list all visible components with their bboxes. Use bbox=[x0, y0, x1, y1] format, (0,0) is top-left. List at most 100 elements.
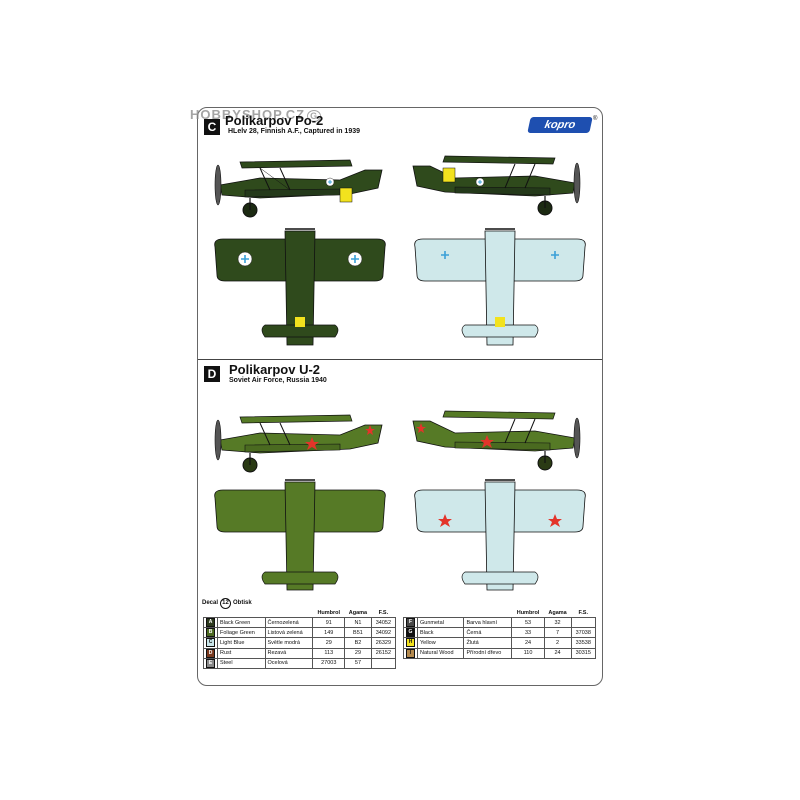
agama-code: 2 bbox=[543, 637, 572, 649]
paint-name: Black Green bbox=[217, 616, 266, 629]
agama-code: N1 bbox=[344, 616, 372, 629]
agama-code: B51 bbox=[344, 627, 372, 639]
agama-code: 29 bbox=[344, 647, 372, 659]
paint-czech-name: Rezavá bbox=[264, 647, 314, 659]
paint-swatch-icon: B bbox=[206, 628, 215, 638]
section-c-subtitle: HLelv 28, Finnish A.F., Captured in 1939 bbox=[228, 128, 360, 135]
u2-left-side-view bbox=[214, 414, 383, 473]
humbrol-code: 149 bbox=[312, 627, 346, 639]
paint-swatch-icon: A bbox=[206, 618, 215, 628]
paint-swatch-cell: B bbox=[203, 627, 218, 639]
paint-swatch-icon: G bbox=[406, 628, 415, 638]
paint-czech-name: Žlutá bbox=[463, 637, 513, 649]
header-fs: F.S. bbox=[378, 610, 389, 616]
agama-code: 57 bbox=[344, 657, 372, 669]
paint-czech-name: Černozelená bbox=[264, 616, 314, 629]
paint-swatch-icon: E bbox=[206, 658, 215, 668]
paint-name: Black bbox=[416, 627, 465, 639]
paint-swatch-icon: H bbox=[406, 638, 415, 648]
humbrol-code: 24 bbox=[511, 637, 545, 649]
instruction-sheet bbox=[197, 107, 603, 686]
paint-name: Gunmetal bbox=[416, 616, 465, 629]
po2-right-side-view bbox=[412, 155, 581, 216]
watermark-mark: G bbox=[307, 110, 322, 122]
header-humbrol: Humbrol bbox=[516, 610, 540, 616]
fs-code bbox=[370, 657, 397, 669]
paint-swatch-cell: E bbox=[203, 657, 218, 669]
fs-code: 30315 bbox=[570, 647, 596, 659]
paint-czech-name: Barva hlavní bbox=[463, 616, 513, 629]
brand-logo: kopro bbox=[527, 117, 593, 133]
agama-code: 32 bbox=[543, 616, 572, 629]
paint-swatch-cell: H bbox=[403, 637, 418, 649]
fs-code: 34052 bbox=[370, 616, 397, 629]
u2-right-side-view bbox=[412, 410, 581, 471]
paint-swatch-cell: G bbox=[403, 627, 418, 639]
paint-swatch-icon: C bbox=[206, 638, 215, 648]
humbrol-code: 113 bbox=[312, 647, 346, 659]
paint-swatch-cell: A bbox=[203, 616, 218, 629]
paint-name: Light Blue bbox=[217, 637, 266, 649]
header-agama: Agama bbox=[548, 610, 567, 616]
paint-name: Yellow bbox=[416, 637, 465, 649]
paint-name: Rust bbox=[217, 647, 266, 659]
paint-name: Natural Wood bbox=[416, 647, 465, 659]
section-c-title: Polikarpov Po-2 bbox=[225, 113, 324, 128]
paint-swatch-icon: D bbox=[206, 648, 215, 658]
paint-swatch-cell: F bbox=[403, 616, 418, 629]
section-c-letter: C bbox=[204, 119, 220, 135]
humbrol-code: 53 bbox=[511, 616, 545, 629]
humbrol-code: 29 bbox=[312, 637, 346, 649]
fs-code: 34092 bbox=[370, 627, 397, 639]
paint-swatch-cell: C bbox=[203, 637, 218, 649]
u2-top-view bbox=[214, 479, 386, 591]
fs-code bbox=[570, 616, 596, 629]
po2-left-side-view bbox=[214, 159, 383, 218]
header-humbrol: Humbrol bbox=[317, 610, 341, 616]
paint-swatch-cell: I bbox=[403, 647, 418, 659]
fs-code: 37038 bbox=[570, 627, 596, 639]
po2-top-view bbox=[214, 228, 386, 346]
brand-mark: ® bbox=[593, 116, 598, 122]
header-fs: F.S. bbox=[578, 610, 588, 616]
agama-code: 24 bbox=[543, 647, 572, 659]
agama-code: 7 bbox=[543, 627, 572, 639]
u2-bottom-view bbox=[414, 479, 586, 591]
humbrol-code: 110 bbox=[511, 647, 545, 659]
paint-swatch-cell: D bbox=[203, 647, 218, 659]
fs-code: 33538 bbox=[570, 637, 596, 649]
section-d-subtitle: Soviet Air Force, Russia 1940 bbox=[229, 377, 327, 384]
section-d-letter: D bbox=[204, 366, 220, 382]
humbrol-code: 33 bbox=[511, 627, 545, 639]
paint-name: Steel bbox=[217, 657, 266, 669]
agama-code: B2 bbox=[344, 637, 372, 649]
humbrol-code: 91 bbox=[312, 616, 346, 629]
paint-czech-name: Ocelová bbox=[264, 657, 314, 669]
section-d-title: Polikarpov U-2 bbox=[229, 362, 321, 377]
paint-czech-name: Světle modrá bbox=[264, 637, 314, 649]
po2-bottom-view bbox=[414, 228, 586, 346]
paint-name: Foliage Green bbox=[217, 627, 266, 639]
paint-czech-name: Přírodní dřevo bbox=[463, 647, 513, 659]
decal-number-icon: 12 bbox=[220, 598, 232, 609]
fs-code: 26152 bbox=[370, 647, 397, 659]
paint-swatch-icon: F bbox=[406, 618, 415, 628]
fs-code: 26329 bbox=[370, 637, 397, 649]
section-divider bbox=[198, 359, 602, 360]
header-agama: Agama bbox=[348, 610, 368, 616]
humbrol-code: 27003 bbox=[312, 657, 346, 669]
paint-czech-name: Černá bbox=[463, 627, 513, 639]
paint-czech-name: Listová zelená bbox=[264, 627, 314, 639]
